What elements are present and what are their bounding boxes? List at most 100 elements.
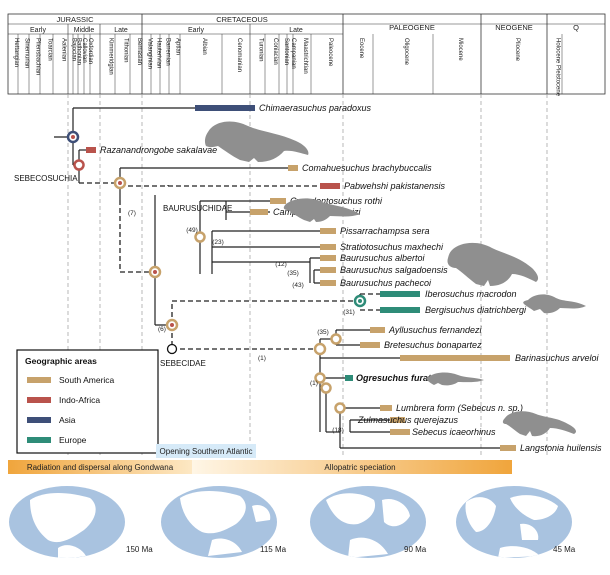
stage-label: Pliensbachian	[35, 38, 41, 75]
period-cretaceous: CRETACEOUS	[216, 15, 268, 24]
node-count: (49)	[186, 227, 198, 234]
range-bars	[86, 105, 516, 451]
range-bar-campinasuchus	[250, 209, 268, 215]
node-count: (1)	[310, 380, 318, 387]
taxon-labels: Chimaerasuchus paradoxus Razanandrongobe…	[100, 103, 602, 453]
stage-label: Cenomanian	[236, 38, 242, 72]
period-neogene: NEOGENE	[495, 23, 533, 32]
taxon-razanandrongobe: Razanandrongobe sakalavae	[100, 145, 217, 155]
node-ogresuchus	[314, 372, 326, 384]
stage-label: Bajocian	[71, 38, 77, 61]
range-bar-baurusuchus-albertoi	[320, 255, 336, 261]
taxon-stratiotosuchus: Stratiotosuchus maxhechi	[340, 242, 444, 252]
node-root-core	[71, 135, 75, 139]
legend-swatch-asia	[27, 417, 51, 423]
stage-label: Turonian	[258, 38, 264, 61]
silhouette-baurusuchid	[283, 198, 360, 222]
legend-title: Geographic areas	[25, 356, 97, 366]
node-razanandrongobe	[73, 159, 85, 171]
stage-label: Miocene	[457, 38, 463, 61]
opening-atlantic-label: Opening Southern Atlantic	[160, 447, 253, 456]
epoch-late-jurassic: Late	[114, 27, 128, 34]
legend-swatch-indo-africa	[27, 397, 51, 403]
taxon-baurusuchus-pachecoi: Baurusuchus pachecoi	[340, 278, 432, 288]
allopatric-band	[192, 460, 512, 474]
node-count: (6)	[158, 326, 166, 333]
stage-label: Aalenian	[61, 38, 67, 61]
epoch-early-jurassic: Early	[30, 27, 46, 34]
paleomap-label-115: 115 Ma	[260, 545, 287, 554]
stage-label: Santonian	[283, 38, 289, 65]
legend-label-south-america: South America	[59, 375, 115, 385]
node-comahuesuchus-core	[118, 181, 122, 185]
taxon-baurusuchus-salgadoensis: Baurusuchus salgadoensis	[340, 265, 448, 275]
node-count: (35)	[317, 329, 329, 336]
taxon-barinasuchus: Barinasuchus arveloi	[515, 353, 600, 363]
node-baurusuchidae-core	[153, 270, 157, 274]
taxon-pissarrachampsa: Pissarrachampsa sera	[340, 226, 430, 236]
range-bar-bretesuchus	[360, 342, 380, 348]
stage-label: Callovian	[81, 38, 87, 63]
taxon-baurusuchus-albertoi: Baurusuchus albertoi	[340, 253, 426, 263]
taxon-langstonia: Langstonia huilensis	[520, 443, 602, 453]
range-bar-iberosuchus	[380, 291, 420, 297]
paleomap-90: 90 Ma	[310, 486, 427, 558]
stage-label: Hettangian	[13, 38, 19, 67]
tree-branches	[54, 107, 500, 449]
paleomap-150: 150 Ma	[9, 486, 153, 558]
legend-swatch-south-america	[27, 377, 51, 383]
stage-label: Oxfordian	[87, 38, 93, 64]
silhouette-chimaerasuchus	[204, 121, 309, 162]
range-bar-lumbrera	[380, 405, 392, 411]
stage-label: Albian	[201, 38, 207, 55]
legend-label-indo-africa: Indo-Africa	[59, 395, 100, 405]
paleomap-45: 45 Ma	[456, 486, 576, 558]
clade-baurusuchidae: BAURUSUCHIDAE	[163, 204, 232, 213]
range-bar-comahuesuchus	[288, 165, 298, 171]
stage-label: Holocene Pleistocene	[555, 38, 561, 97]
tree-nodes	[66, 130, 367, 414]
node-count: (18)	[332, 427, 344, 434]
range-bar-cynodontosuchus	[270, 198, 286, 204]
node-count: (35)	[287, 270, 299, 277]
opening-atlantic-band	[156, 444, 256, 458]
node-ayllusuchus-clade	[330, 333, 342, 345]
stage-label: Berriasian	[136, 38, 142, 65]
taxon-ayllusuchus: Ayllusuchus fernandezi	[388, 325, 482, 335]
legend-label-europe: Europe	[59, 435, 87, 445]
period-paleogene: PALEOGENE	[389, 23, 435, 32]
range-bar-baurusuchus-pachecoi	[320, 280, 336, 286]
taxon-sebecus: Sebecus icaeorhinus	[412, 427, 496, 437]
node-counts: (7) (49) (23) (12) (35) (43) (31) (6) (1…	[128, 210, 355, 434]
range-bar-bergisuchus	[380, 307, 420, 313]
stage-label: Paleocene	[327, 38, 333, 67]
range-bar-langstonia	[500, 445, 516, 451]
legend-swatch-europe	[27, 437, 51, 443]
taxon-bretesuchus: Bretesuchus bonapartez	[384, 340, 482, 350]
stage-label: Pliocene	[514, 38, 520, 62]
range-bar-baurusuchus-salgadoensis	[320, 267, 336, 273]
paleomaps: 150 Ma 115 Ma 90 Ma	[9, 486, 576, 558]
period-jurassic: JURASSIC	[56, 15, 94, 24]
ghost-branches	[79, 182, 380, 350]
radiation-band	[8, 460, 192, 474]
timeline-bands: Opening Southern Atlantic Radiation and …	[8, 444, 512, 474]
stage-label: Aptian	[175, 38, 181, 55]
epoch-late-cretaceous: Late	[289, 27, 303, 34]
clade-sebecosuchia: SEBECOSUCHIA	[14, 174, 78, 183]
stage-label: Valanginian	[147, 38, 153, 69]
legend-label-asia: Asia	[59, 415, 76, 425]
stage-label: Campanian	[290, 38, 296, 69]
silhouette-ogresuchus	[426, 372, 484, 386]
node-sebecid-crown	[313, 342, 327, 356]
node-count: (12)	[275, 261, 287, 268]
range-bar-pissarrachampsa	[320, 228, 336, 234]
stage-label: Maastrichtian	[302, 38, 308, 74]
stage-label: Tithonian	[123, 38, 129, 62]
taxon-pabwehshi: Pabwehshi pakistanensis	[344, 181, 446, 191]
silhouette-iberosuchus	[523, 294, 586, 314]
paleomap-115: 115 Ma	[161, 486, 287, 558]
stage-label: Bathonian	[76, 38, 82, 65]
